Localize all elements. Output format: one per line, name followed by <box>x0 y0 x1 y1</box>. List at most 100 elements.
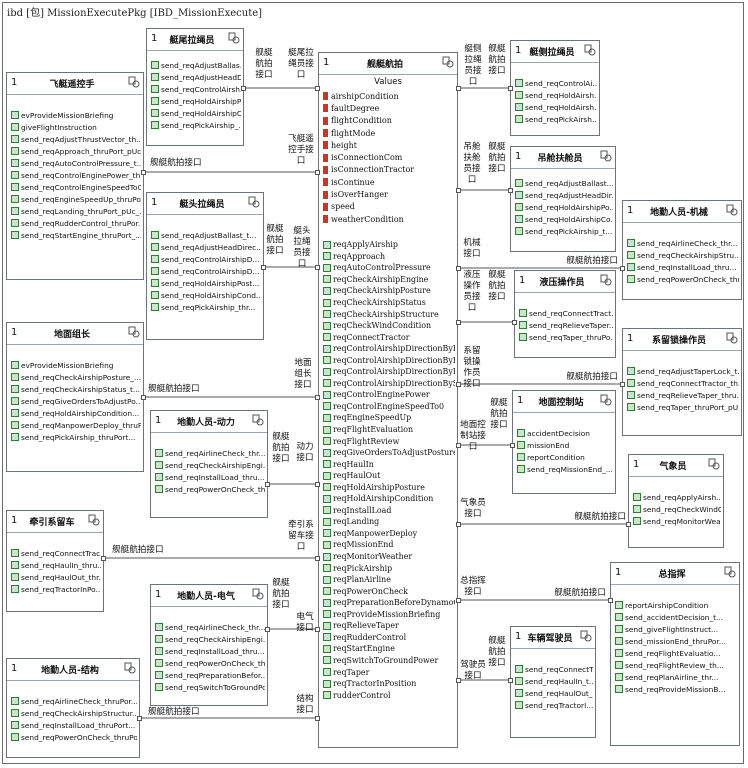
operation-item[interactable]: send_reqFlightEvaluatio... <box>615 647 737 659</box>
operation-item[interactable]: reqCheckAirshipEngine <box>323 274 455 286</box>
operation-item[interactable]: send_reqAutoControlPressure_t... <box>11 157 141 169</box>
operation-item[interactable]: send_reqMonitorWea... <box>633 515 721 527</box>
operation-item[interactable]: reqControlAirshipDirectionByEnd <box>323 343 455 355</box>
operation-item[interactable]: send_reqPlanAirline_thr... <box>615 671 737 683</box>
operation-item[interactable]: rudderControl <box>323 689 455 701</box>
operation-item[interactable]: send_accidentDecision_t... <box>615 611 737 623</box>
operation-item[interactable]: send_reqAdjustBallas... <box>151 59 241 71</box>
operation-item[interactable]: reqProvideMissionBriefing <box>323 609 455 621</box>
block-port[interactable] <box>508 188 513 193</box>
block-port[interactable] <box>512 320 517 325</box>
operation-item[interactable]: send_reqHoldAirshipP... <box>151 95 241 107</box>
operation-item[interactable]: reqHaulOut <box>323 470 455 482</box>
operation-item[interactable]: reqPowerOnCheck <box>323 585 455 597</box>
operation-item[interactable]: send_reqHaulIn_t... <box>515 675 593 687</box>
operation-item[interactable]: send_reqRelieveTaper_thru... <box>627 389 739 401</box>
operation-item[interactable]: reqApplyAirship <box>323 239 455 251</box>
operation-item[interactable]: send_reqAirlineCheck_thr... <box>627 237 739 249</box>
operation-item[interactable]: send_reqHaulOut_... <box>515 687 593 699</box>
block-port[interactable] <box>265 482 270 487</box>
operation-item[interactable]: send_reqConnectT... <box>515 663 593 675</box>
operation-item[interactable]: reqHoldAirshipPosture <box>323 481 455 493</box>
operation-item[interactable]: send_reqManpowerDeploy_thruP... <box>11 419 141 431</box>
operation-item[interactable]: send_reqInstallLoad_thru... <box>155 471 265 483</box>
operation-item[interactable]: send_reqControlEngineSpeedTo0... <box>11 181 141 193</box>
block-port[interactable] <box>508 86 513 91</box>
operation-item[interactable]: reqInstallLoad <box>323 505 455 517</box>
operation-item[interactable]: send_reqCheckWindC... <box>633 503 721 515</box>
port-commander[interactable] <box>456 598 461 603</box>
operation-item[interactable]: send_reqApplyAirsh... <box>633 491 721 503</box>
operation-item[interactable]: send_reqControlAirsh... <box>151 83 241 95</box>
operation-item[interactable]: reqPickAirship <box>323 562 455 574</box>
operation-item[interactable]: send_reqEngineSpeedUp_thruPor... <box>11 193 141 205</box>
operation-item[interactable]: send_reqHoldAirshipCo... <box>515 213 613 225</box>
operation-item[interactable]: send_reqControlAirshipD... <box>151 253 261 265</box>
operation-item[interactable]: send_reqFlightReview_th... <box>615 659 737 671</box>
port-station[interactable] <box>456 443 461 448</box>
operation-item[interactable]: send_reqTaper_thruPort_pU... <box>627 401 739 413</box>
operation-item[interactable]: reqRelieveTaper <box>323 620 455 632</box>
operation-item[interactable]: send_reqPreparationBefor... <box>155 669 265 681</box>
port-driver[interactable] <box>456 678 461 683</box>
block-port[interactable] <box>620 266 625 271</box>
port-tractor[interactable] <box>315 556 320 561</box>
operation-item[interactable]: reqStartEngine <box>323 643 455 655</box>
operation-item[interactable]: reqFlightReview <box>323 435 455 447</box>
operation-item[interactable]: send_reqAdjustTaperLock_t... <box>627 365 739 377</box>
operation-item[interactable]: send_reqCheckAirshipStructur... <box>11 707 137 719</box>
operation-item[interactable]: send_reqLanding_thruPort_pUc_... <box>11 205 141 217</box>
operation-item[interactable]: giveFlightInstruction <box>11 121 141 133</box>
operation-item[interactable]: reqTaper <box>323 666 455 678</box>
operation-item[interactable]: send_giveFlightInstruct... <box>615 623 737 635</box>
operation-item[interactable]: reqHoldAirshipCondition <box>323 493 455 505</box>
operation-item[interactable]: reqMonitorWeather <box>323 551 455 563</box>
operation-item[interactable]: send_reqHoldAirsh... <box>515 89 597 101</box>
operation-item[interactable]: reportAirshipCondition <box>615 599 737 611</box>
operation-item[interactable]: send_missionEnd_thruPor... <box>615 635 737 647</box>
block-port[interactable] <box>265 627 270 632</box>
operation-item[interactable]: reqTractorInPosition <box>323 678 455 690</box>
block-port[interactable] <box>508 678 513 683</box>
operation-item[interactable]: send_reqAdjustHeadDir... <box>515 189 613 201</box>
operation-item[interactable]: reqManpowerDeploy <box>323 528 455 540</box>
port-electric[interactable] <box>315 627 320 632</box>
operation-item[interactable]: send_reqControlAirshipD... <box>151 265 261 277</box>
operation-item[interactable]: reqFlightEvaluation <box>323 424 455 436</box>
operation-item[interactable]: send_reqAirlineCheck_thr... <box>155 621 265 633</box>
operation-item[interactable]: reqEngineSpeedUp <box>323 412 455 424</box>
operation-item[interactable]: reqControlAirshipDirectionByPod <box>323 366 455 378</box>
operation-item[interactable]: send_reqHaulIn_thru... <box>11 559 101 571</box>
operation-item[interactable]: send_reqAdjustBallast... <box>515 177 613 189</box>
port-mooring[interactable] <box>456 382 461 387</box>
operation-item[interactable]: reqApproach <box>323 251 455 263</box>
block-port[interactable] <box>261 265 266 270</box>
block-port[interactable] <box>510 443 515 448</box>
port-side[interactable] <box>456 86 461 91</box>
operation-item[interactable]: reqConnectTractor <box>323 331 455 343</box>
operation-item[interactable]: send_reqAirlineCheck_thr... <box>155 447 265 459</box>
operation-item[interactable]: send_reqCheckAirshipStru... <box>627 249 739 261</box>
operation-item[interactable]: reqSwitchToGroundPower <box>323 655 455 667</box>
operation-item[interactable]: reqAutoControlPressure <box>323 262 455 274</box>
operation-item[interactable]: send_reqCheckAirshipEngi... <box>155 459 265 471</box>
block-port[interactable] <box>608 598 613 603</box>
port-leader[interactable] <box>315 395 320 400</box>
operation-item[interactable]: send_reqPickAirship_thr... <box>151 301 261 313</box>
operation-item[interactable]: reqMissionEnd <box>323 539 455 551</box>
operation-item[interactable]: send_reqTractorI... <box>515 699 593 711</box>
main-block[interactable]: 1 舰艇航拍 Values airshipCondition faultDegr… <box>318 52 458 748</box>
port-pilot[interactable] <box>315 170 320 175</box>
port-structure[interactable] <box>315 716 320 721</box>
operation-item[interactable]: send_reqHoldAirshipPo... <box>515 201 613 213</box>
